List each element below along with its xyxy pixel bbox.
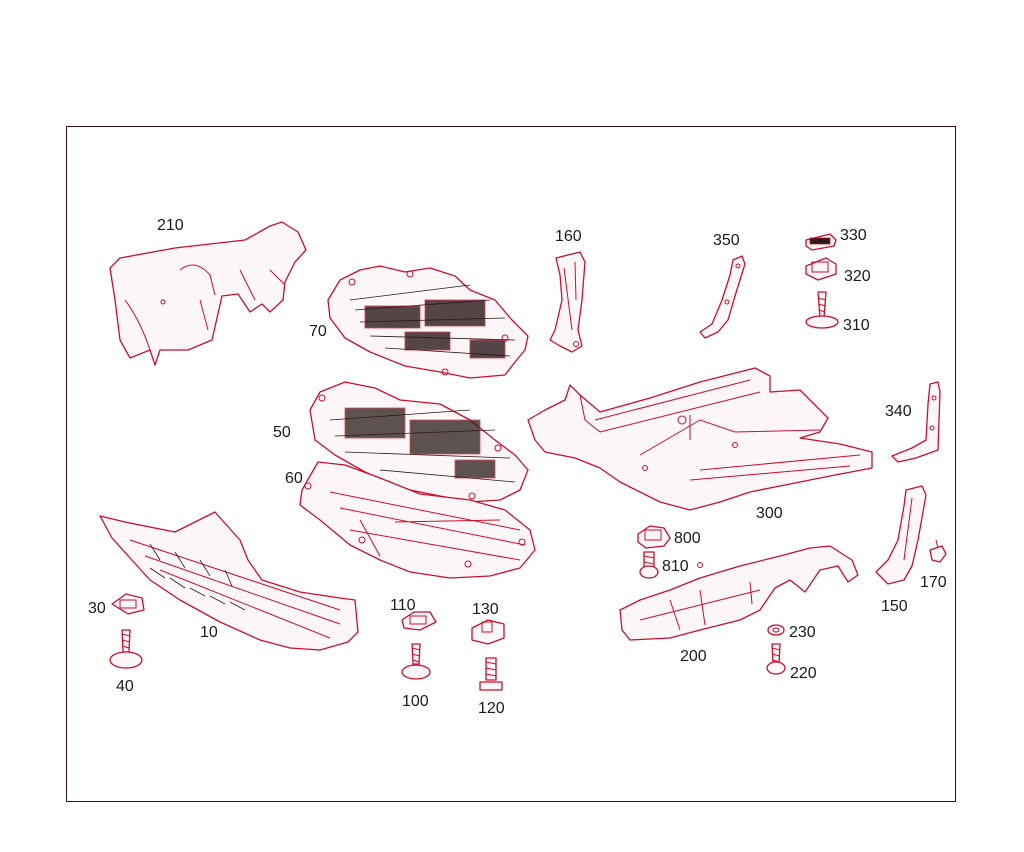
part-320-nut[interactable] xyxy=(805,257,837,281)
part-50-panel[interactable] xyxy=(309,381,529,503)
part-300-panel[interactable] xyxy=(527,367,873,511)
part-330-clip[interactable] xyxy=(805,233,837,251)
part-130-nut[interactable] xyxy=(471,619,505,645)
label-120: 120 xyxy=(478,700,505,717)
part-10-shield[interactable] xyxy=(99,511,359,651)
label-810: 810 xyxy=(662,558,689,575)
part-200-liner[interactable] xyxy=(619,545,859,641)
label-60: 60 xyxy=(285,470,303,487)
label-40: 40 xyxy=(116,678,134,695)
part-120-bolt[interactable] xyxy=(479,657,503,691)
part-60-panel[interactable] xyxy=(299,461,536,579)
part-70-panel[interactable] xyxy=(327,265,529,379)
part-110-clip[interactable] xyxy=(401,611,437,631)
part-350-bracket[interactable] xyxy=(699,255,746,339)
part-40-screw[interactable] xyxy=(109,629,143,669)
part-810-bolt[interactable] xyxy=(639,551,659,579)
part-100-screw[interactable] xyxy=(401,643,431,680)
label-10: 10 xyxy=(200,624,218,641)
label-30: 30 xyxy=(88,600,106,617)
label-310: 310 xyxy=(843,317,870,334)
label-50: 50 xyxy=(273,424,291,441)
label-150: 150 xyxy=(881,598,908,615)
label-100: 100 xyxy=(402,693,429,710)
label-210: 210 xyxy=(157,217,184,234)
label-200: 200 xyxy=(680,648,707,665)
label-160: 160 xyxy=(555,228,582,245)
part-170-clip[interactable] xyxy=(929,539,947,563)
label-340: 340 xyxy=(885,403,912,420)
label-800: 800 xyxy=(674,530,701,547)
part-340-bracket[interactable] xyxy=(891,381,941,463)
part-160-bracket[interactable] xyxy=(549,251,586,353)
label-70: 70 xyxy=(309,323,327,340)
label-220: 220 xyxy=(790,665,817,682)
part-220-screw[interactable] xyxy=(766,643,786,675)
part-310-screw[interactable] xyxy=(805,291,839,329)
label-300: 300 xyxy=(756,505,783,522)
label-230: 230 xyxy=(789,624,816,641)
label-170: 170 xyxy=(920,574,947,591)
part-210-panel[interactable] xyxy=(109,221,307,366)
part-30-clip[interactable] xyxy=(111,593,145,615)
diagram-frame xyxy=(66,126,956,802)
label-110: 110 xyxy=(390,597,416,614)
label-320: 320 xyxy=(844,268,871,285)
label-350: 350 xyxy=(713,232,740,249)
part-150-bracket[interactable] xyxy=(875,485,927,585)
label-330: 330 xyxy=(840,227,867,244)
part-230-washer[interactable] xyxy=(767,624,785,636)
part-800-nut[interactable] xyxy=(637,525,671,549)
label-130: 130 xyxy=(472,601,499,618)
